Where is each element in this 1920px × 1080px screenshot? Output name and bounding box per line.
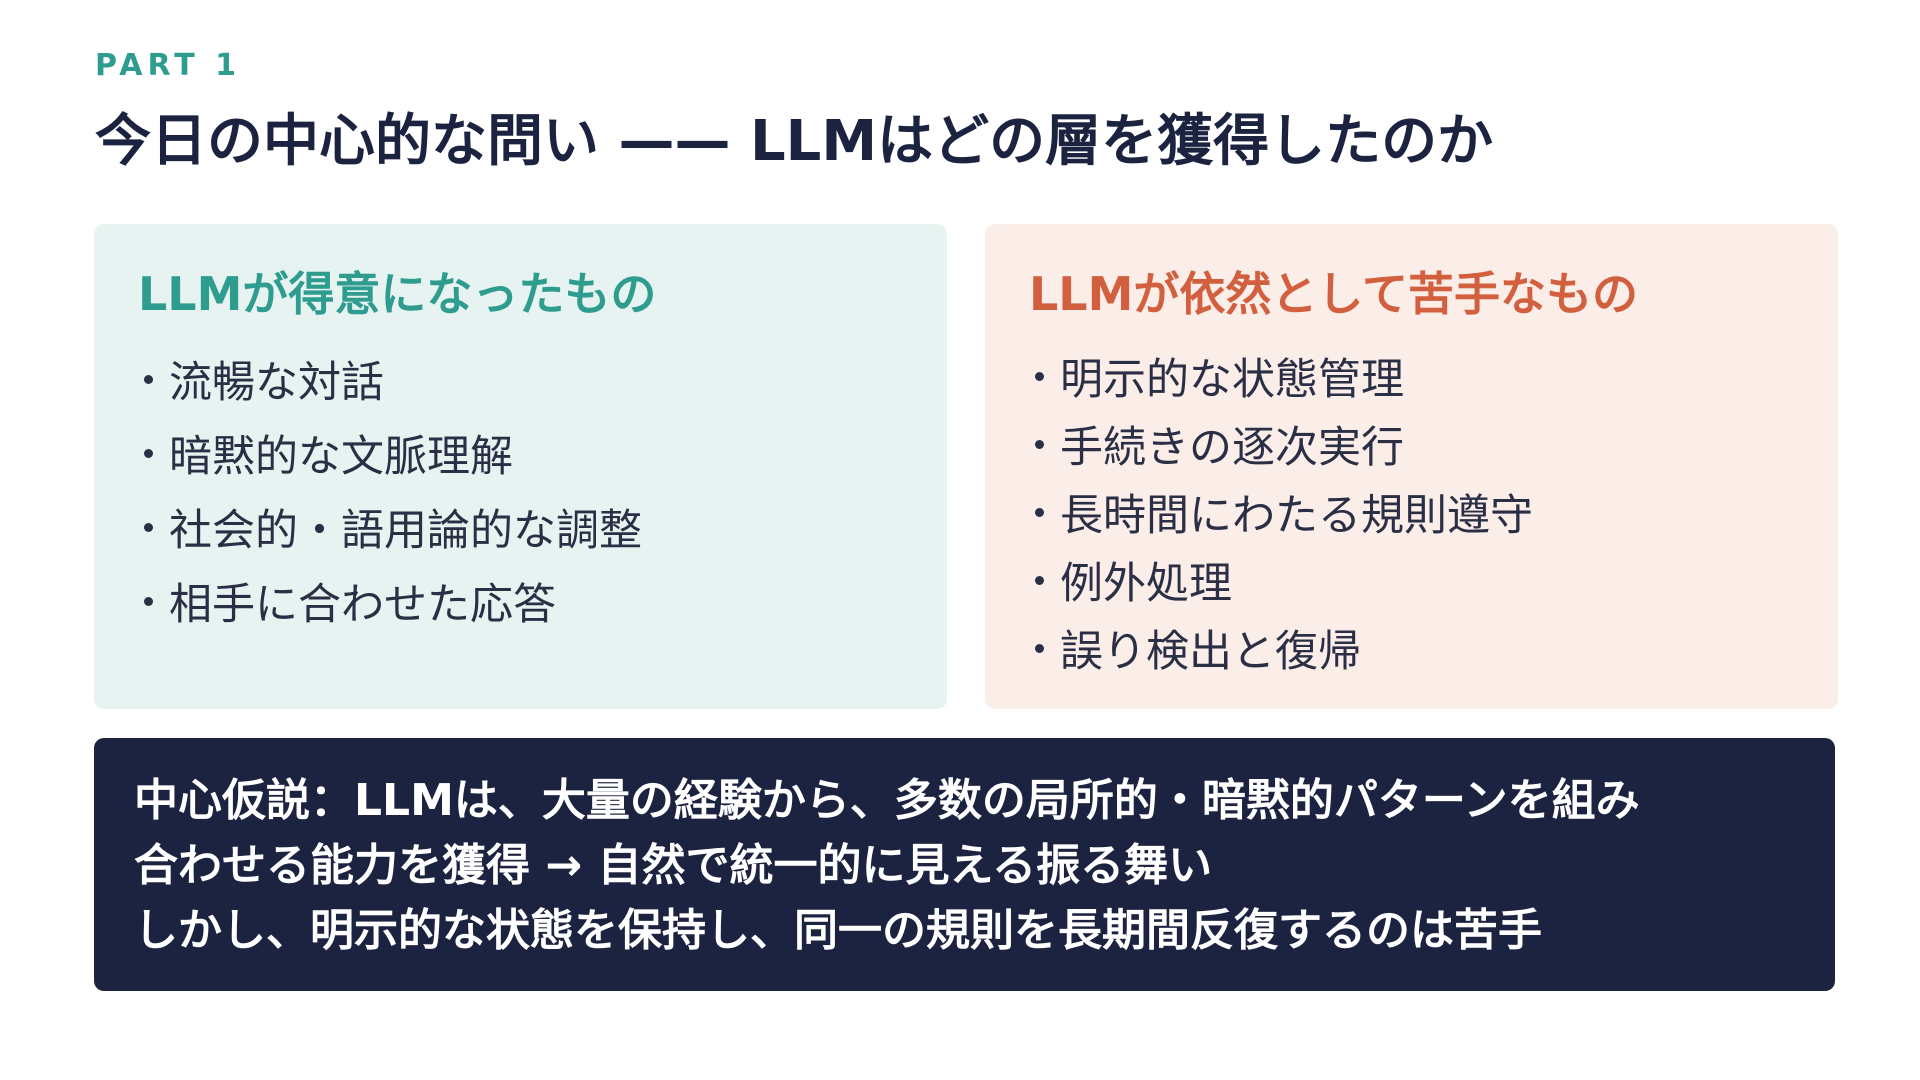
bullet-icon (1035, 643, 1044, 653)
bullet-icon (1035, 439, 1044, 449)
weaknesses-item-label: 誤り検出と復帰 (1060, 627, 1361, 677)
hypothesis-line: 中心仮説：LLMは、大量の経験から、多数の局所的・暗黙的パターンを組み (134, 775, 1640, 826)
weaknesses-list: 明示的な状態管理 手続きの逐次実行 長時間にわたる規則遵守 例外処理 誤り検出と… (1029, 342, 1794, 682)
strengths-item-label: 流暢な対話 (169, 358, 384, 408)
strengths-item-label: 相手に合わせた応答 (169, 580, 556, 630)
hypothesis-line: 合わせる能力を獲得 → 自然で統一的に見える振る舞い (134, 840, 1213, 891)
weaknesses-heading: LLMが依然として苦手なもの (1029, 267, 1639, 321)
strengths-panel: LLMが得意になったもの 流暢な対話 暗黙的な文脈理解 社会的・語用論的な調整 … (94, 224, 947, 709)
weaknesses-item: 誤り検出と復帰 (1029, 614, 1794, 682)
strengths-item-label: 暗黙的な文脈理解 (169, 432, 513, 482)
bullet-icon (144, 596, 153, 606)
hypothesis-line: しかし、明示的な状態を保持し、同一の規則を長期間反復するのは苦手 (134, 905, 1542, 956)
part-label: PART 1 (95, 48, 241, 83)
weaknesses-item: 明示的な状態管理 (1029, 342, 1794, 410)
weaknesses-item: 手続きの逐次実行 (1029, 410, 1794, 478)
bullet-icon (1035, 507, 1044, 517)
strengths-item-label: 社会的・語用論的な調整 (169, 506, 642, 556)
strengths-item: 流暢な対話 (138, 342, 903, 416)
weaknesses-item-label: 長時間にわたる規則遵守 (1060, 491, 1533, 541)
strengths-item: 社会的・語用論的な調整 (138, 490, 903, 564)
bullet-icon (1035, 371, 1044, 381)
page-title: 今日の中心的な問い —— LLMはどの層を獲得したのか (95, 109, 1494, 174)
weaknesses-item: 長時間にわたる規則遵守 (1029, 478, 1794, 546)
strengths-item: 相手に合わせた応答 (138, 564, 903, 638)
weaknesses-panel: LLMが依然として苦手なもの 明示的な状態管理 手続きの逐次実行 長時間にわたる… (985, 224, 1838, 709)
bullet-icon (144, 374, 153, 384)
strengths-heading: LLMが得意になったもの (138, 267, 657, 321)
bullet-icon (144, 448, 153, 458)
weaknesses-item-label: 手続きの逐次実行 (1060, 423, 1404, 473)
weaknesses-item-label: 例外処理 (1060, 559, 1232, 609)
strengths-item: 暗黙的な文脈理解 (138, 416, 903, 490)
bullet-icon (1035, 575, 1044, 585)
weaknesses-item: 例外処理 (1029, 546, 1794, 614)
weaknesses-item-label: 明示的な状態管理 (1060, 355, 1404, 405)
hypothesis-box: 中心仮説：LLMは、大量の経験から、多数の局所的・暗黙的パターンを組み 合わせる… (94, 738, 1835, 991)
strengths-list: 流暢な対話 暗黙的な文脈理解 社会的・語用論的な調整 相手に合わせた応答 (138, 342, 903, 638)
bullet-icon (144, 522, 153, 532)
